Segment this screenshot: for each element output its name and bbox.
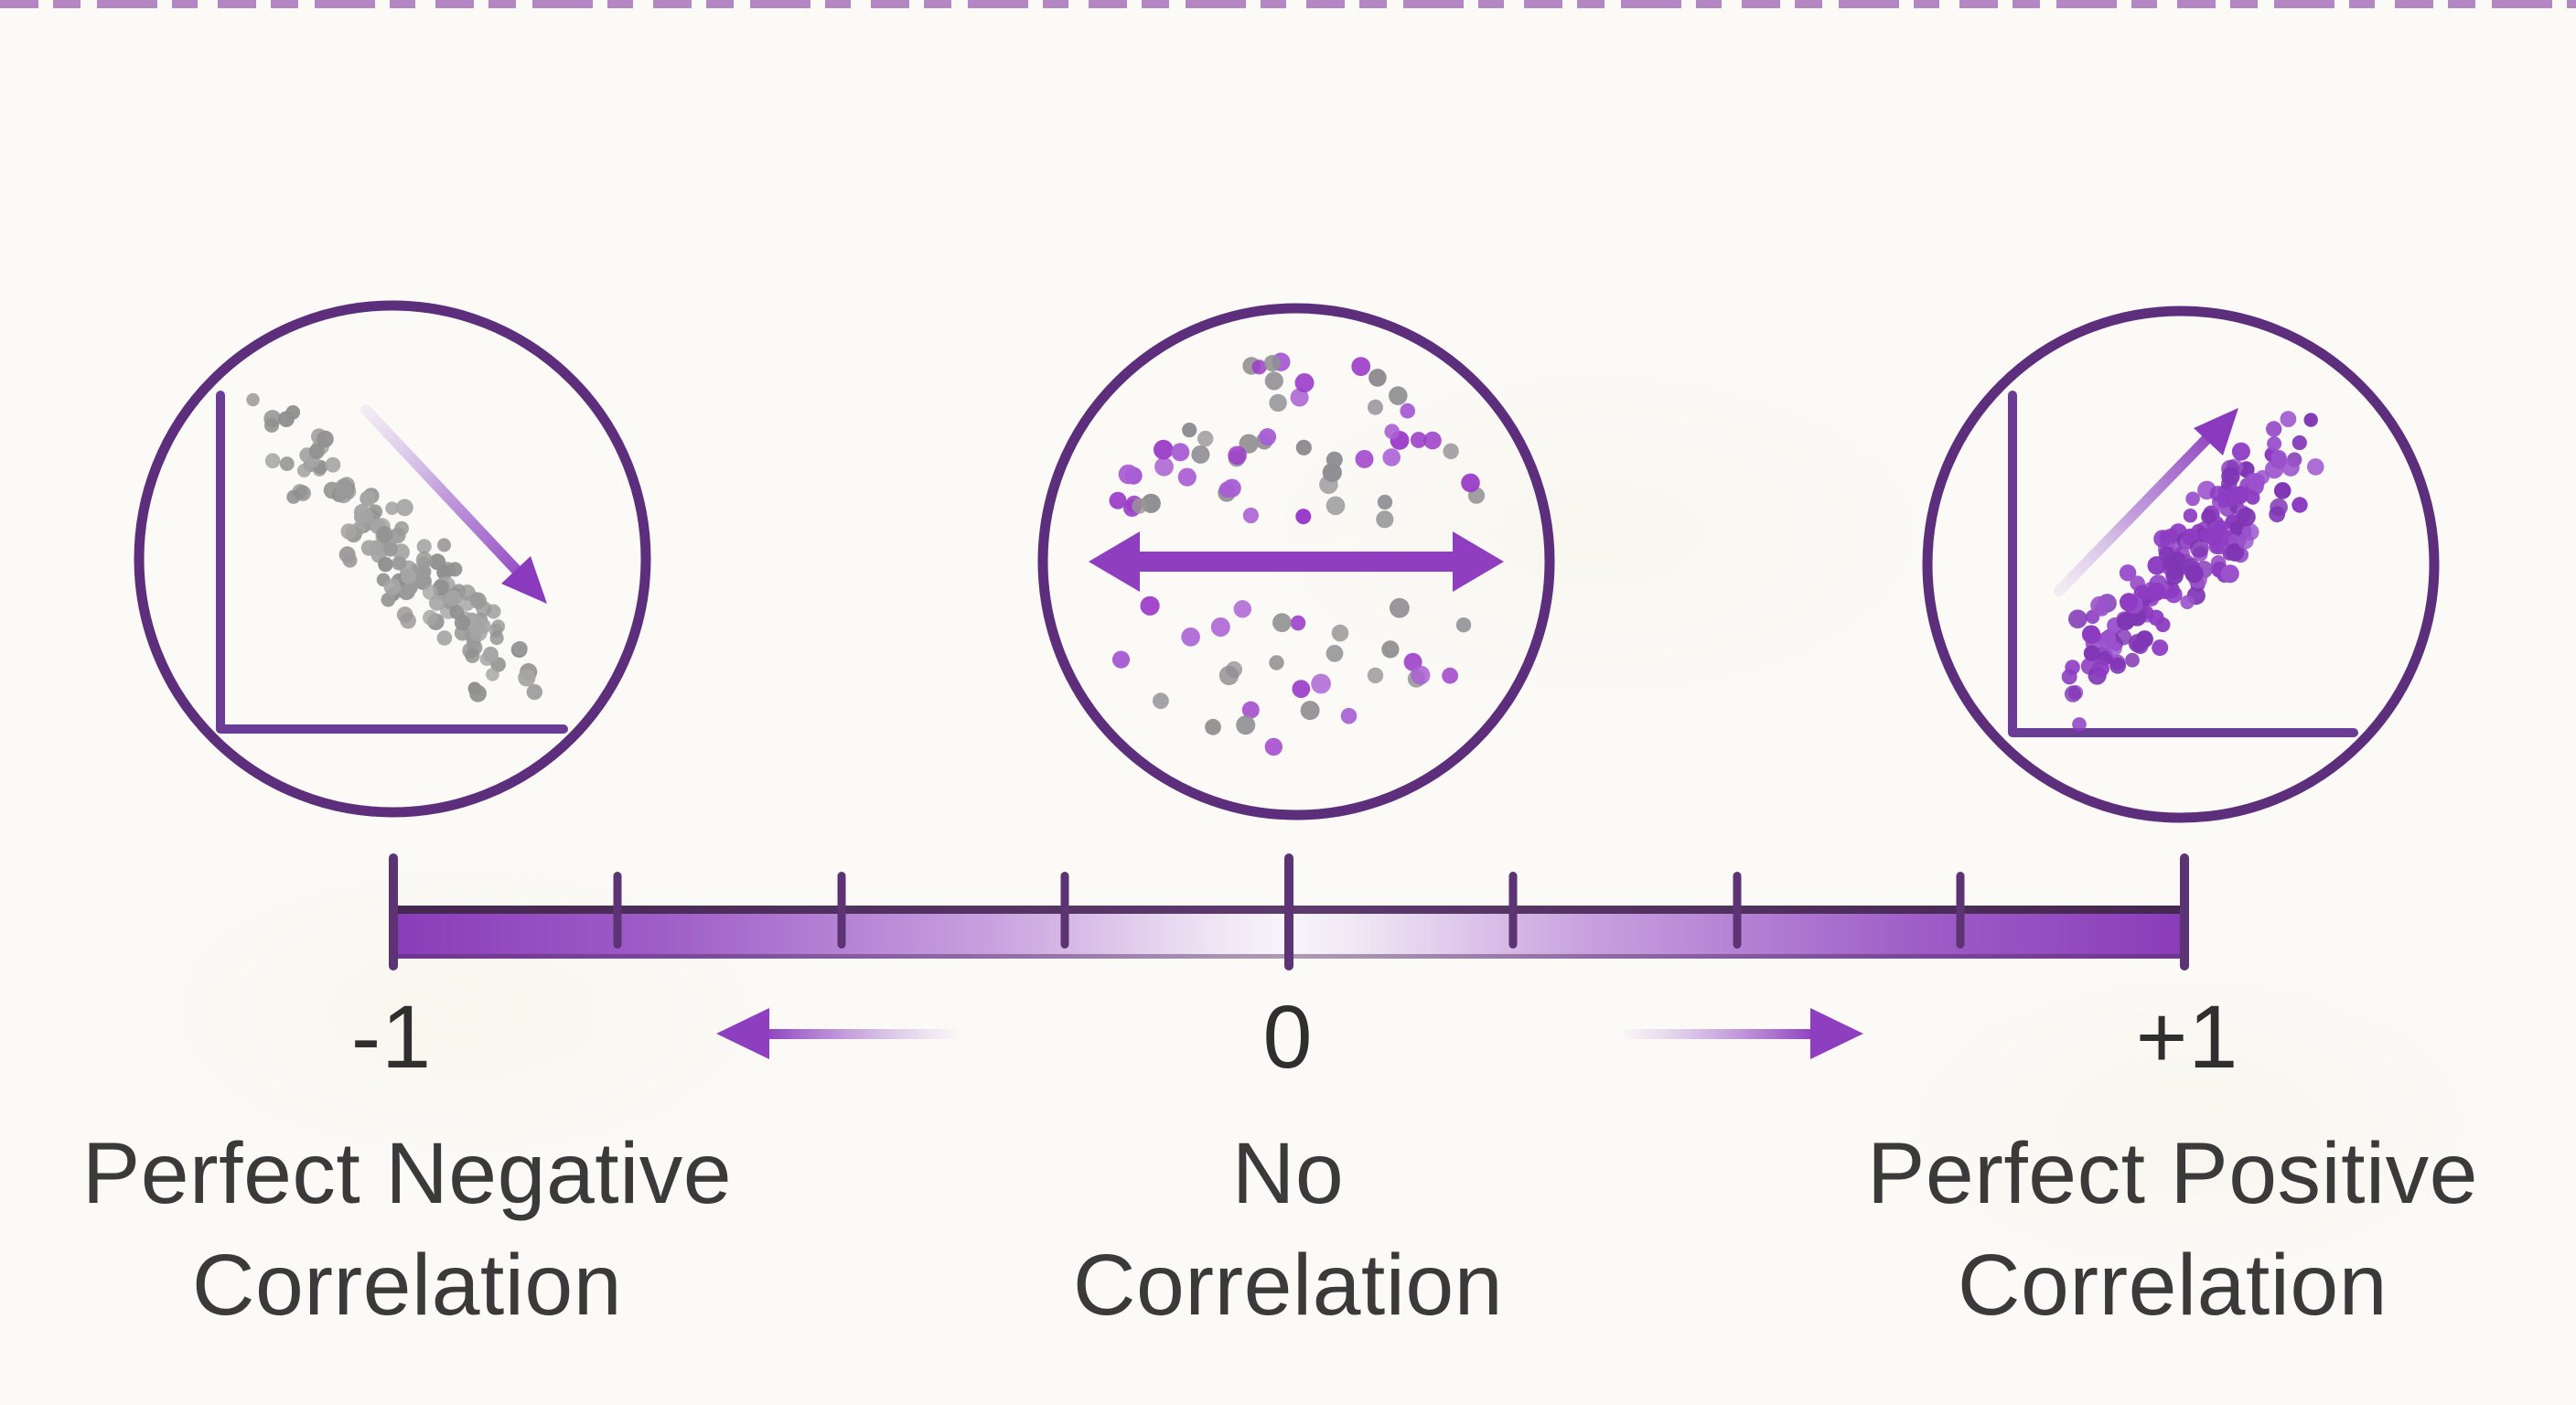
major-tick: [2180, 853, 2189, 971]
arrow-toward-negative-icon: [716, 1008, 958, 1059]
caption-line: Correlation: [191, 1237, 623, 1334]
caption-no-correlation: No Correlation: [922, 1118, 1654, 1341]
caption-line: Correlation: [1957, 1237, 2388, 1334]
major-tick: [389, 853, 398, 971]
minor-tick: [1060, 872, 1069, 949]
circle-outline: [1922, 306, 2440, 823]
scatter-circle-positive: [1922, 306, 2440, 823]
caption-line: Perfect Negative: [81, 1125, 733, 1222]
caption-line: No: [1231, 1125, 1345, 1222]
minor-tick: [1733, 872, 1741, 949]
trend-arrow-down-icon: [360, 404, 547, 604]
caption-line: Perfect Positive: [1867, 1125, 2478, 1222]
scale-label-minus-one: -1: [350, 987, 433, 1087]
cropped-top-text-remnant: [0, 0, 2576, 8]
xy-axes: [216, 391, 568, 734]
arrow-toward-positive-icon: [1622, 1008, 1863, 1059]
caption-line: Correlation: [1072, 1237, 1504, 1334]
scale-label-plus-one: +1: [2135, 987, 2239, 1087]
minor-tick: [1956, 872, 1965, 949]
scale-label-zero: 0: [1262, 987, 1314, 1087]
circle-outline: [134, 300, 651, 818]
scatter-circle-negative: [134, 300, 651, 818]
scatter-dots-none: [1109, 352, 1486, 756]
scatter-circle-none: [1037, 303, 1555, 820]
scatter-dots-positive: [2061, 411, 2324, 732]
trend-arrow-up-icon: [2054, 408, 2238, 596]
caption-perfect-positive: Perfect Positive Correlation: [1807, 1118, 2538, 1341]
major-tick: [1284, 853, 1293, 971]
double-arrow-icon: [1089, 531, 1504, 592]
circle-outline: [1037, 303, 1555, 820]
caption-perfect-negative: Perfect Negative Correlation: [41, 1118, 773, 1341]
xy-axes: [2008, 391, 2358, 737]
minor-tick: [837, 872, 845, 949]
minor-tick: [1508, 872, 1518, 949]
scatter-dots-negative: [246, 392, 542, 702]
minor-tick: [613, 872, 622, 949]
